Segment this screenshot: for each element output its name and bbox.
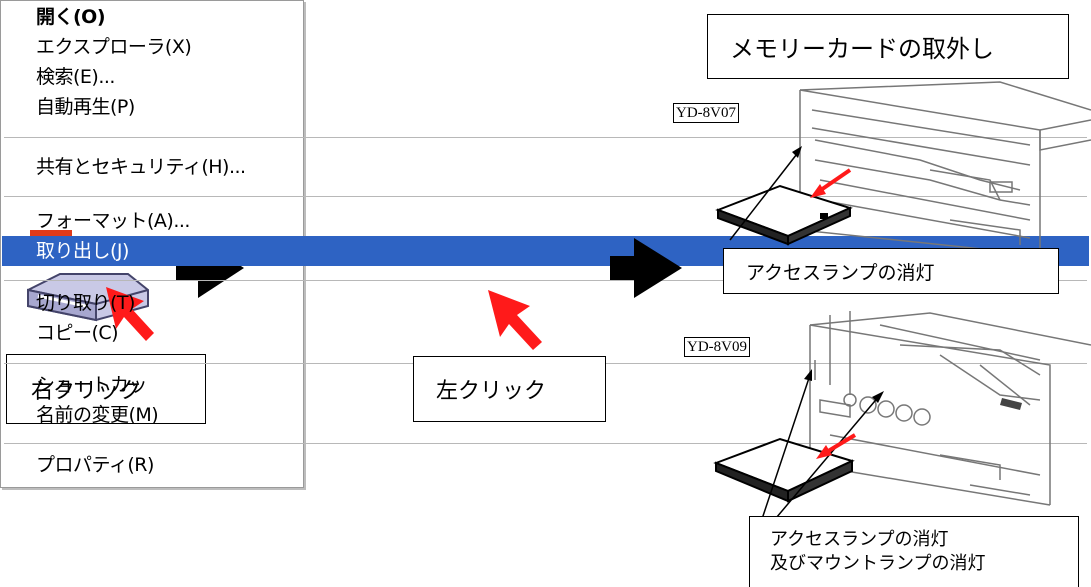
menu-item-rename[interactable]: 名前の変更(M) — [36, 404, 159, 426]
menu-item-autoplay[interactable]: 自動再生(P) — [36, 96, 135, 118]
cursor-pointer-icon — [100, 283, 160, 347]
menu-item-search[interactable]: 検索(E)... — [36, 66, 115, 88]
right-click-label: 右クリック — [31, 379, 142, 404]
menu-item-properties[interactable]: プロパティ(R) — [36, 454, 154, 476]
drive-illustration-bottom — [700, 305, 1091, 538]
menu-item-explorer[interactable]: エクスプローラ(X) — [36, 36, 192, 58]
menu-item-cut[interactable]: 切り取り(T) — [36, 292, 135, 314]
page-title: メモリーカードの取外し — [730, 35, 994, 63]
model-label-bottom: YD-8V09 — [684, 337, 750, 357]
menu-separator — [4, 443, 1087, 444]
caption-bottom-line1: アクセスランプの消灯 — [770, 529, 949, 550]
drive-illustration-top — [700, 80, 1091, 280]
left-click-label: 左クリック — [436, 379, 547, 404]
menu-separator — [4, 280, 1087, 281]
right-click-label-box: 右クリック — [6, 354, 206, 424]
caption-bottom-line2: 及びマウントランプの消灯 — [770, 553, 986, 574]
caption-top-box: アクセスランプの消灯 — [723, 248, 1059, 294]
menu-item-copy[interactable]: コピー(C) — [36, 322, 119, 344]
right-arrow-icon — [174, 236, 246, 304]
menu-separator — [4, 196, 1087, 197]
title-box: メモリーカードの取外し — [707, 14, 1069, 79]
menu-item-sharing-security[interactable]: 共有とセキュリティ(H)... — [36, 156, 246, 178]
menu-item-create-shortcut[interactable]: ショートカッ — [36, 374, 148, 396]
cursor-pointer-icon — [484, 288, 548, 356]
menu-separator — [4, 137, 1087, 138]
context-menu: 開く(O) エクスプローラ(X) 検索(E)... 自動再生(P) 共有とセキュ… — [0, 0, 1089, 488]
model-label-top: YD-8V07 — [673, 103, 739, 123]
left-click-label-box: 左クリック — [413, 356, 606, 422]
caption-bottom-box: アクセスランプの消灯 及びマウントランプの消灯 — [749, 516, 1079, 587]
right-arrow-icon — [608, 236, 684, 304]
menu-item-format[interactable]: フォーマット(A)... — [36, 210, 190, 232]
caption-top: アクセスランプの消灯 — [746, 261, 935, 284]
menu-item-open[interactable]: 開く(O) — [36, 6, 106, 28]
